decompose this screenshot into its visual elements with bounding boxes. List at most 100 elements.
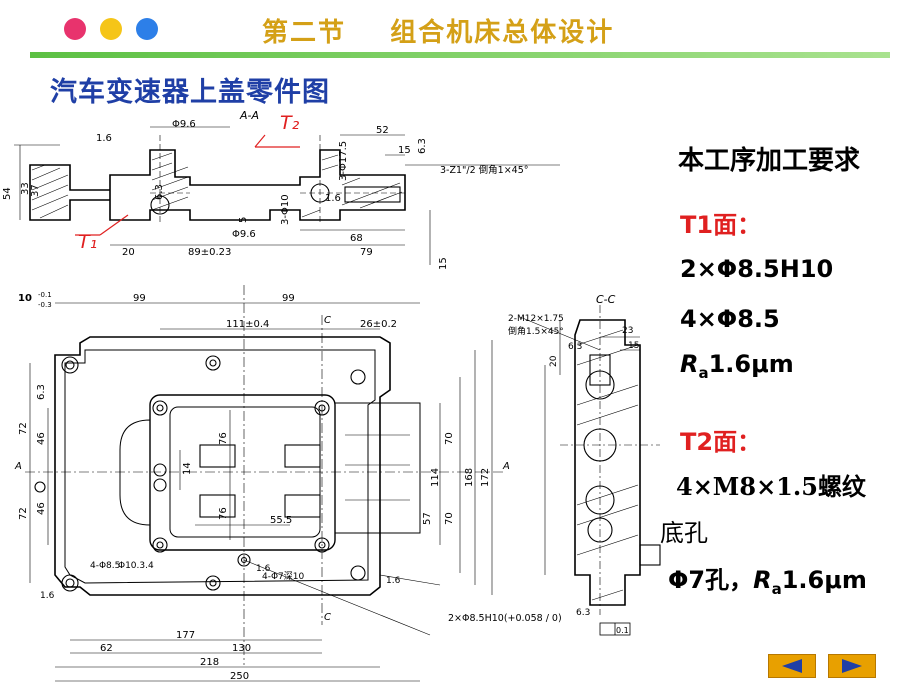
dim-plan-34: 130 [232,643,251,654]
dim-side-7: 0.1 [616,626,629,635]
section-cc-title: C-C [596,293,616,306]
section-aa-view [14,126,560,265]
dim-top-7: 33 [20,182,31,195]
dim-plan-4: 99 [282,293,295,304]
drawing-subtitle: 汽车变速器上盖零件图 [50,77,330,108]
dim-top-4: 6.3 [417,138,428,154]
dim-side-2: 6.3 [568,342,582,352]
t1-roughness-sub: a [698,363,709,382]
t1-requirement-holes-1: 2×Φ8.5H10 [680,255,834,283]
dim-plan-3: 99 [133,293,146,304]
dim-plan-20: 70 [444,432,455,445]
dim-plan-19: 55.5 [270,515,292,526]
dim-plan-25: 57 [422,512,433,525]
t2-roughness-sub: a [771,579,782,598]
dim-plan-0: 10 [18,293,32,304]
dim-top-11: 68 [350,233,363,244]
dim-plan-21: 114 [430,468,441,487]
t2-roughness-value: 1.6μm [781,566,867,594]
dim-plan-23: 172 [480,468,491,487]
dim-top-3: 15 [398,145,411,156]
dim-side-6: 6.3 [576,608,590,618]
part-drawing: A-A T₂ T₁ 1.6 Φ9.6 52 15 6.3 3-Z1"/2 倒角1… [2,109,661,682]
dim-plan-6: 26±0.2 [360,319,397,330]
t1-roughness-r: R [680,350,699,378]
dim-plan-1: -0.1 [38,291,52,299]
t2-requirement-hole: Φ7孔，Ra1.6μm [668,560,867,598]
dim-plan-30: 1.6 [256,564,271,574]
dim-side-3: 23 [622,326,633,336]
dim-plan-27: Φ10.3.4 [118,561,154,571]
t1-roughness-value: 1.6μm [708,350,794,378]
dim-plan-35: 62 [100,643,113,654]
t2-roughness-r: R [753,566,772,594]
requirements-heading: 本工序加工要求 [678,146,861,176]
dim-plan-29: 1.6 [40,591,55,601]
dim-top-1: Φ9.6 [172,119,196,130]
dim-top-6: 54 [2,187,13,200]
dim-top-17: 5 [238,217,249,223]
t2-label: T₂ [280,112,300,134]
dim-top-16: 3-Φ10 [280,194,291,225]
dim-top-9: 20 [122,247,135,258]
dim-side-1: 倒角1.5×45° [508,325,564,337]
header-divider [30,52,890,58]
dim-plan-28: 4-Φ7深10 [262,571,305,582]
dim-side-4: 15 [628,341,639,351]
t1-requirement-holes-2: 4×Φ8.5 [680,305,780,333]
dim-top-14: 15 [438,257,449,270]
dim-side-0: 2-M12×1.75 [508,314,564,324]
dim-top-18: 6.3 [154,184,165,200]
plan-view [25,285,505,682]
yellow-dot-icon [100,18,122,40]
dim-plan-17: 76 [218,507,229,520]
dim-top-15: 3-Φ17.5 [338,141,349,181]
blue-dot-icon [136,18,158,40]
t1-surface-label: T1面： [680,211,762,239]
dim-plan-10: A [502,461,510,472]
dim-plan-13: 46 [36,502,47,515]
dim-plan-37: 250 [230,671,249,682]
dim-plan-18: 14 [182,462,193,475]
dim-top-10: 89±0.23 [188,247,231,258]
dim-plan-16: 76 [218,432,229,445]
next-slide-button[interactable] [828,654,876,678]
dim-plan-36: 218 [200,657,219,668]
previous-slide-button[interactable] [768,654,816,678]
section-cc-view [519,305,661,636]
t2-surface-label: T2面： [680,428,762,456]
dim-plan-9: A [14,461,22,472]
triangle-right-icon [842,659,862,673]
dim-top-5: 3-Z1"/2 倒角1×45° [440,164,529,176]
dim-plan-15: 6.3 [36,384,47,400]
t2-hole-prefix: Φ7孔， [668,566,754,594]
red-dot-icon [64,18,86,40]
dim-plan-12: 46 [36,432,47,445]
dim-plan-11: 72 [18,422,29,435]
dim-plan-24: 70 [444,512,455,525]
slide-title: 第二节 组合机床总体设计 [262,18,615,48]
t2-requirement-thread-2: 底孔 [660,519,708,547]
dim-plan-31: 1.6 [386,576,401,586]
dim-plan-7: C [324,315,331,326]
dim-top-12: 79 [360,247,373,258]
dim-plan-14: 72 [18,507,29,520]
dim-plan-32: 2×Φ8.5H10(+0.058 / 0) [448,613,562,624]
t1-label: T₁ [78,231,97,253]
t1-roughness: Ra1.6μm [680,350,794,382]
dim-plan-22: 168 [464,468,475,487]
dim-plan-2: -0.3 [38,301,52,309]
dim-top-8: 37 [30,184,41,197]
triangle-left-icon [782,659,802,673]
t2-requirement-thread: 4×M8×1.5螺纹 [676,472,866,501]
dim-top-2: 52 [376,125,389,136]
dim-plan-33: 177 [176,630,195,641]
dim-plan-5: 111±0.4 [226,319,269,330]
dim-top-19: 1.6 [325,193,341,204]
dim-plan-26: 4-Φ8.5 [90,561,120,571]
dim-top-13: Φ9.6 [232,229,256,240]
dim-top-0: 1.6 [96,133,112,144]
dim-side-5: 20 [549,355,559,367]
section-aa-title: A-A [239,109,259,122]
dim-plan-8: C [324,612,331,623]
